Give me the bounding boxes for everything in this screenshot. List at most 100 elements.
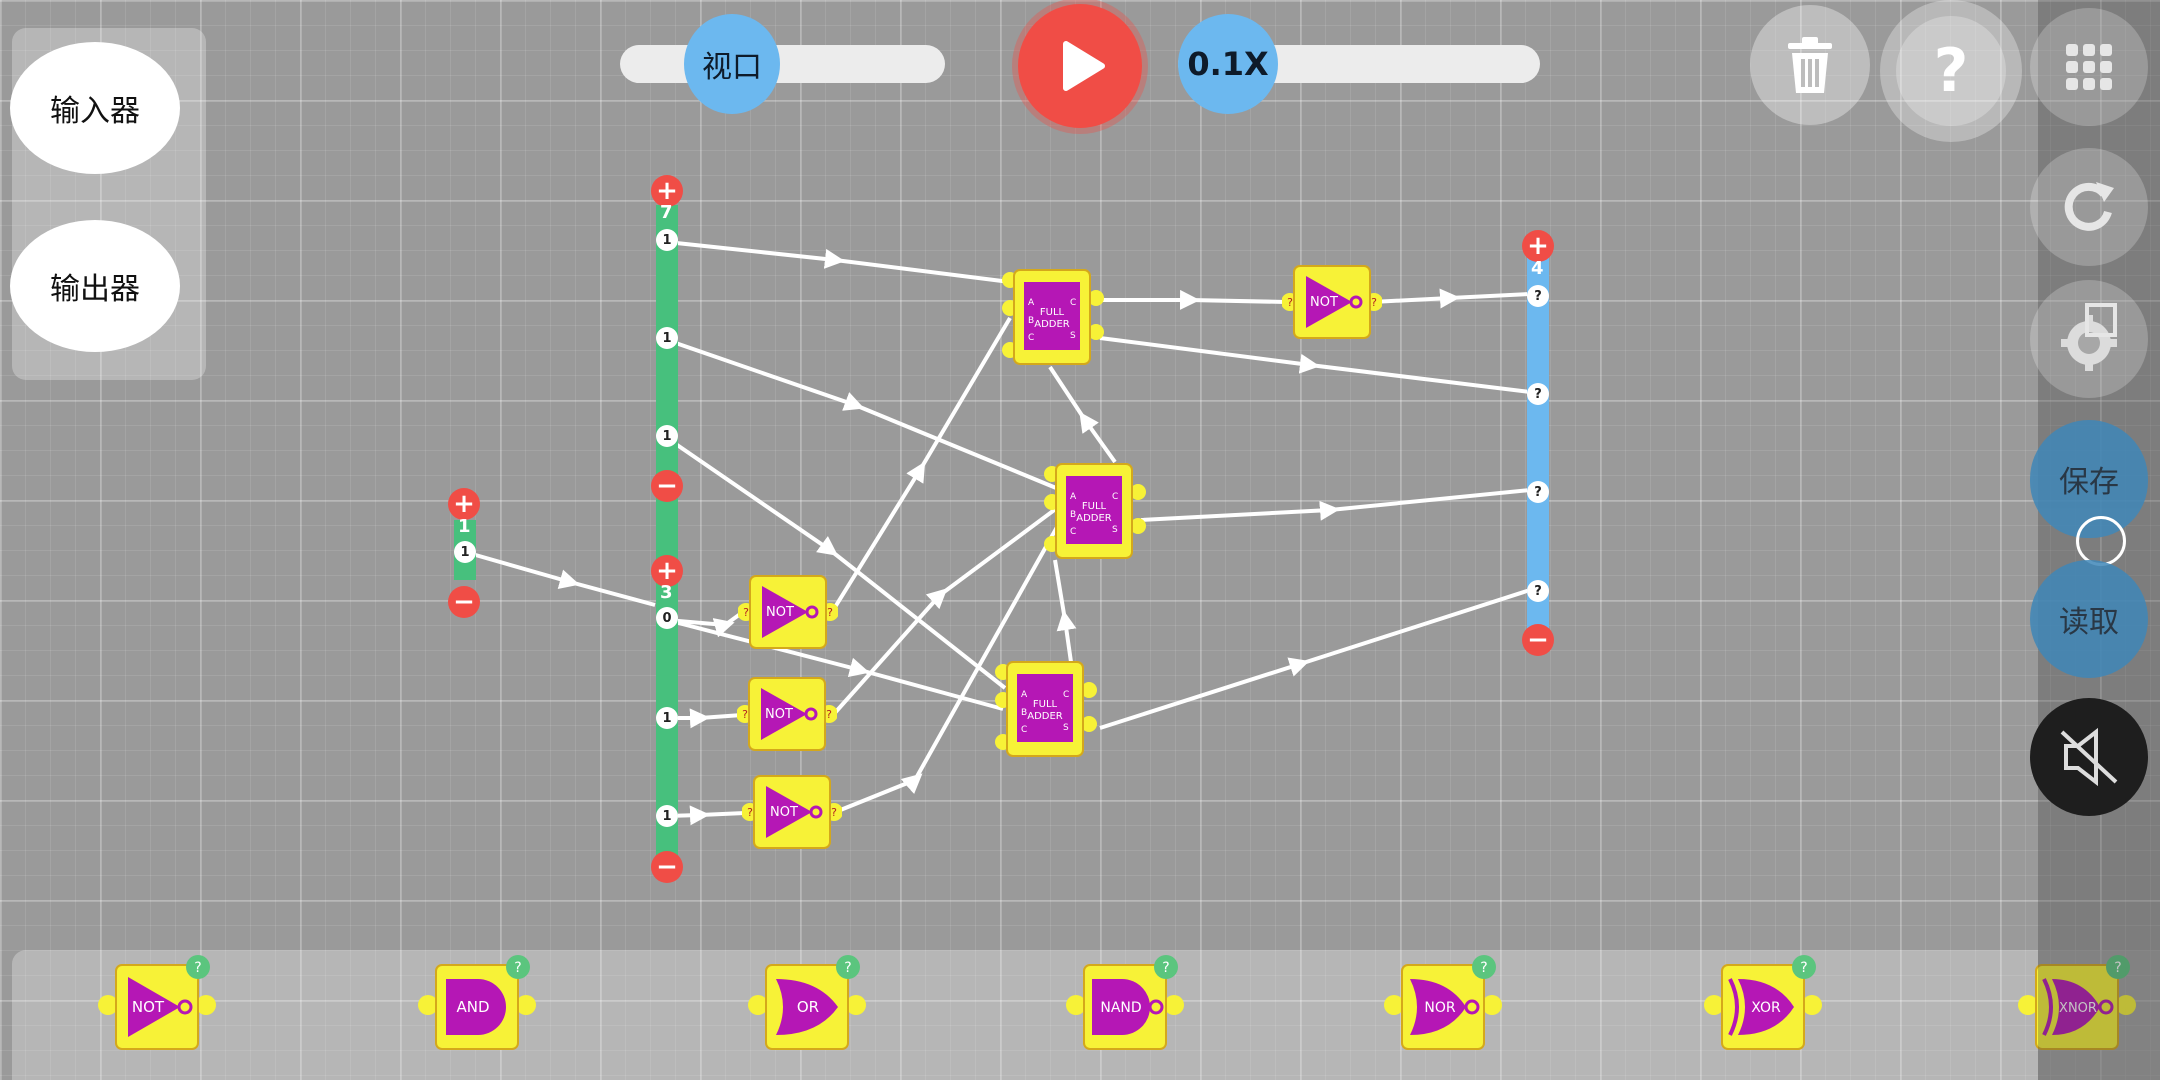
svg-text:S: S bbox=[1112, 525, 1118, 535]
help-button[interactable]: ? bbox=[1880, 0, 2022, 142]
palette-xor-gate[interactable]: XOR ? bbox=[1704, 955, 1822, 1055]
svg-text:S: S bbox=[1063, 723, 1069, 733]
palette-or-gate[interactable]: OR ? bbox=[748, 955, 866, 1055]
speed-slider-knob[interactable]: 0.1X bbox=[1178, 14, 1278, 114]
delete-button[interactable] bbox=[1750, 5, 1870, 125]
output-bus[interactable] bbox=[1527, 258, 1549, 636]
wire bbox=[666, 240, 1011, 284]
wire bbox=[666, 805, 746, 826]
load-button[interactable]: 读取 bbox=[2030, 560, 2148, 678]
svg-text:AND: AND bbox=[456, 998, 489, 1016]
input-bit[interactable]: 1 bbox=[656, 327, 678, 349]
svg-text:C: C bbox=[1112, 492, 1118, 502]
palette-not-gate[interactable]: NOT ? bbox=[98, 955, 216, 1055]
svg-text:?: ? bbox=[1800, 960, 1807, 976]
bus-add-button[interactable]: + bbox=[651, 175, 683, 207]
bus-add-button[interactable]: + bbox=[448, 488, 480, 520]
wire bbox=[830, 316, 1012, 614]
toggle-indicator[interactable] bbox=[2076, 516, 2126, 566]
bus-remove-button[interactable]: − bbox=[448, 586, 480, 618]
input-bit[interactable]: 1 bbox=[656, 805, 678, 827]
svg-text:?: ? bbox=[743, 606, 749, 619]
input-bit[interactable]: 1 bbox=[656, 229, 678, 251]
palette-xnor-gate[interactable]: XNOR ? bbox=[2018, 955, 2136, 1055]
bus-add-button[interactable]: + bbox=[651, 555, 683, 587]
svg-text:?: ? bbox=[742, 708, 748, 721]
svg-text:?: ? bbox=[1371, 296, 1377, 309]
play-icon bbox=[1063, 41, 1105, 91]
settings-button[interactable] bbox=[2030, 280, 2148, 398]
svg-text:NOT: NOT bbox=[766, 605, 794, 620]
bus-add-button[interactable]: + bbox=[1522, 230, 1554, 262]
svg-text:A: A bbox=[1028, 298, 1035, 308]
input-device-button[interactable]: 输入器 bbox=[10, 42, 180, 174]
save-button[interactable]: 保存 bbox=[2030, 420, 2148, 538]
svg-text:A: A bbox=[1070, 492, 1077, 502]
wire bbox=[1140, 488, 1531, 522]
svg-text:?: ? bbox=[831, 806, 837, 819]
full-adder-gate[interactable]: FULL ADDER A B C C S bbox=[1042, 462, 1146, 562]
wire bbox=[464, 550, 656, 607]
bus-remove-button[interactable]: − bbox=[651, 851, 683, 883]
wire bbox=[832, 519, 1063, 815]
svg-text:?: ? bbox=[747, 806, 753, 819]
input-bit[interactable]: 0 bbox=[656, 607, 678, 629]
svg-text:NAND: NAND bbox=[1100, 1000, 1141, 1016]
svg-text:NOT: NOT bbox=[132, 998, 165, 1016]
not-gate[interactable]: NOT ? ? bbox=[1281, 260, 1383, 344]
svg-text:?: ? bbox=[844, 960, 851, 976]
output-bit: ? bbox=[1527, 580, 1549, 602]
svg-text:NOT: NOT bbox=[1310, 295, 1338, 310]
input-bit[interactable]: 1 bbox=[656, 707, 678, 729]
svg-text:NOR: NOR bbox=[1424, 1000, 1455, 1016]
svg-text:FULL: FULL bbox=[1040, 307, 1065, 318]
bus-remove-button[interactable]: − bbox=[651, 470, 683, 502]
not-gate[interactable]: NOT ? ? bbox=[741, 770, 843, 854]
output-device-button[interactable]: 输出器 bbox=[10, 220, 180, 352]
full-adder-gate[interactable]: FULL ADDER A B C C S bbox=[1000, 268, 1104, 368]
svg-text:XNOR: XNOR bbox=[2059, 1001, 2097, 1016]
svg-text:ADDER: ADDER bbox=[1034, 319, 1070, 330]
output-bit: ? bbox=[1527, 481, 1549, 503]
bus-count-label: 1 bbox=[458, 516, 471, 537]
help-button-inner: ? bbox=[1896, 16, 2006, 126]
palette-and-gate[interactable]: AND ? bbox=[418, 955, 536, 1055]
bus-count-label: 3 bbox=[660, 582, 673, 603]
not-gate[interactable]: NOT ? ? bbox=[736, 672, 838, 756]
wire bbox=[1100, 289, 1287, 310]
svg-text:C: C bbox=[1070, 298, 1076, 308]
wire bbox=[666, 338, 1062, 492]
grid-menu-button[interactable] bbox=[2030, 8, 2148, 126]
wire bbox=[831, 503, 1063, 717]
palette-nand-gate[interactable]: NAND ? bbox=[1066, 955, 1184, 1055]
wire bbox=[1371, 288, 1531, 309]
redo-icon bbox=[2064, 182, 2114, 231]
not-gate[interactable]: NOT ? ? bbox=[737, 570, 839, 654]
svg-text:A: A bbox=[1021, 690, 1028, 700]
output-bit: ? bbox=[1527, 383, 1549, 405]
svg-text:C: C bbox=[1070, 527, 1076, 537]
svg-text:NOT: NOT bbox=[770, 805, 798, 820]
sound-toggle-button[interactable] bbox=[2030, 698, 2148, 816]
mute-icon bbox=[2060, 727, 2118, 787]
viewport-slider-track[interactable] bbox=[620, 45, 945, 83]
input-bit[interactable]: 1 bbox=[454, 541, 476, 563]
palette-nor-gate[interactable]: NOR ? bbox=[1384, 955, 1502, 1055]
input-bus-a[interactable] bbox=[656, 205, 678, 865]
bus-remove-button[interactable]: − bbox=[1522, 624, 1554, 656]
svg-text:S: S bbox=[1070, 331, 1076, 341]
svg-text:?: ? bbox=[194, 960, 201, 976]
wire bbox=[1099, 336, 1531, 394]
svg-text:B: B bbox=[1028, 316, 1034, 326]
svg-text:FULL: FULL bbox=[1033, 699, 1058, 710]
viewport-slider-knob[interactable]: 视口 bbox=[684, 14, 780, 114]
svg-text:ADDER: ADDER bbox=[1076, 513, 1112, 524]
help-icon: ? bbox=[1933, 36, 1969, 106]
wire bbox=[665, 436, 1007, 690]
full-adder-gate[interactable]: FULL ADDER A B C C S bbox=[993, 660, 1097, 760]
input-bit[interactable]: 1 bbox=[656, 425, 678, 447]
wire bbox=[666, 610, 745, 638]
play-button[interactable] bbox=[1018, 4, 1142, 128]
redo-button[interactable] bbox=[2030, 148, 2148, 266]
